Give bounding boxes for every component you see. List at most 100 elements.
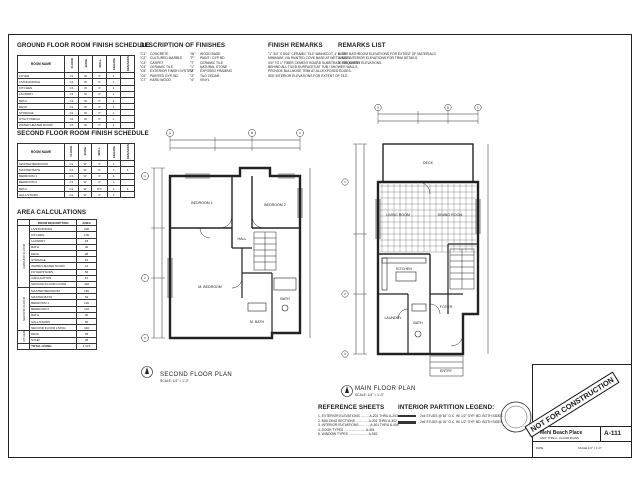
ground-schedule-header-label: BASE xyxy=(83,59,88,68)
room-label-bath: BATH xyxy=(280,297,290,301)
sheet-number: A-111 xyxy=(604,430,621,437)
svg-text:A: A xyxy=(377,106,379,110)
room-label-laundry: LAUNDRY xyxy=(384,316,402,320)
ground-schedule-room-name: WATER HEATER ROOM xyxy=(17,121,65,129)
finish-item: CONCRETE xyxy=(150,52,169,56)
room-label-bath: BATH xyxy=(413,321,423,325)
second-floor-plan-label: SECOND FLOOR PLAN xyxy=(160,372,233,378)
room-label-foyer: FOYER xyxy=(440,305,453,309)
area-total-label: TOTAL LIVING xyxy=(29,342,78,351)
second-schedule-header-label: FLOOR xyxy=(69,146,74,157)
finish-item: NATURAL STONE xyxy=(200,64,228,69)
partition-legend-line: 2x4 STUDS @ 16" O.C. W/ 1/2" GYP. BD. BO… xyxy=(420,414,503,418)
area-group-label-text: OTHER xyxy=(21,331,26,342)
ground-schedule-cell: 1 xyxy=(106,121,121,129)
finish-item: CARPET xyxy=(150,60,164,65)
svg-text:2: 2 xyxy=(344,292,346,296)
room-label-kitchen: KITCHEN xyxy=(396,267,412,271)
main-floor-plan-label: MAIN FLOOR PLAN xyxy=(355,386,416,392)
finish-remark-line: PROVIDE BULLNOSE TRIM AT ALL EXPOSED EDG… xyxy=(268,69,352,74)
ground-schedule-header: BASE xyxy=(78,54,93,74)
title-block-scale: SCALE 1/4" = 1'-0" xyxy=(578,446,602,450)
svg-text:3: 3 xyxy=(344,352,346,356)
svg-text:C: C xyxy=(299,131,302,135)
room-label-hall: HALL xyxy=(238,237,247,241)
ground-schedule-header-label: FLOOR xyxy=(69,58,74,69)
room-label-deck: DECK xyxy=(423,161,434,165)
finish-item: "2" xyxy=(190,69,195,74)
finish-item: CERAMIC TILE xyxy=(150,64,174,69)
room-label-master-bath: M. BATH xyxy=(250,320,265,324)
area-group-label-text: SECOND FLOOR xyxy=(21,296,26,321)
finish-item: "C7" xyxy=(140,77,147,82)
area-value: 38 xyxy=(76,336,97,344)
ground-schedule-cell: P xyxy=(92,121,107,129)
second-schedule-header-label: WALL xyxy=(97,147,102,156)
finish-item: "T" xyxy=(190,60,195,65)
drawing-sheet xyxy=(8,34,632,458)
finish-item: "C4" xyxy=(140,64,147,69)
title-block xyxy=(532,364,632,458)
finish-item: "C6" xyxy=(140,73,147,78)
ground-schedule-header: WALL xyxy=(92,54,107,74)
finish-item: T&G CEDAR xyxy=(200,73,220,78)
area-value: 28 xyxy=(76,330,97,338)
finish-item: CERAMIC TILE xyxy=(200,60,224,65)
second-schedule-cell: W xyxy=(77,191,93,199)
finishes-title: DESCRIPTION OF FINISHES xyxy=(140,42,226,49)
partition-swatch xyxy=(398,421,416,424)
svg-text:B: B xyxy=(447,106,449,110)
svg-text:C: C xyxy=(477,106,480,110)
finish-item: HARD WOOD xyxy=(150,77,171,82)
area-group-header xyxy=(16,218,31,227)
second-schedule-header: WALL xyxy=(91,142,108,162)
room-label-bedroom-2: BEDROOM 2 xyxy=(264,203,286,207)
second-schedule-title: SECOND FLOOR ROOM FINISH SCHEDULE xyxy=(17,130,149,137)
area-group-label: GROUND FLOOR xyxy=(16,225,31,289)
reference-sheet-line: 4. DOOR TYPES ....................... A-… xyxy=(318,427,375,432)
title-block-sheet-box xyxy=(600,426,632,442)
second-schedule-cell: 1 xyxy=(106,191,122,199)
svg-text:A: A xyxy=(169,131,171,135)
area-total-value: 1,015 xyxy=(76,342,97,351)
second-schedule-cell: C1 xyxy=(64,191,79,199)
reference-sheet-line: 3. INTERIOR ELEVATIONS ........... A-401… xyxy=(318,423,399,428)
second-schedule-header-label: BASE xyxy=(83,147,88,156)
second-schedule-header: FLOOR xyxy=(64,142,79,162)
second-schedule-header: ROOM NAME xyxy=(17,142,65,162)
second-schedule-header: BASE xyxy=(77,142,93,162)
room-label-master-bedroom: M. BEDROOM xyxy=(198,285,222,289)
ground-schedule-cell: W xyxy=(78,121,93,129)
finish-item: WOOD BASE xyxy=(200,52,221,56)
reference-sheet-line: 2. BUILDING SECTIONS ............. A-301… xyxy=(318,418,397,423)
area-group-label-text: GROUND FLOOR xyxy=(21,243,26,269)
north-arrow-icon xyxy=(141,366,153,378)
finish-item: EXTERIOR FINISH SYSTEM xyxy=(150,69,194,74)
finish-item: "P" xyxy=(190,56,195,61)
finish-item: "C5" xyxy=(140,69,147,74)
room-label-bedroom-1: BEDROOM 1 xyxy=(191,201,213,205)
finish-item: "4" xyxy=(190,77,195,82)
area-group-label: SECOND FLOOR xyxy=(16,287,31,332)
finish-item: "C3" xyxy=(140,60,147,65)
title-block-date: DATE xyxy=(536,446,544,450)
finish-item: PAINT / GYP BD xyxy=(200,56,225,61)
room-label-dining-room: DINING ROOM xyxy=(438,213,463,217)
finish-item: EXPOSED FRAMING xyxy=(200,69,233,74)
second-schedule-header: CEILING xyxy=(106,142,122,162)
partition-legend-title: INTERIOR PARTITION LEGEND: xyxy=(398,404,495,411)
ground-schedule-cell xyxy=(120,121,135,129)
ground-schedule-cell: C1 xyxy=(64,121,79,129)
ground-schedule-header: CEILING xyxy=(106,54,121,74)
